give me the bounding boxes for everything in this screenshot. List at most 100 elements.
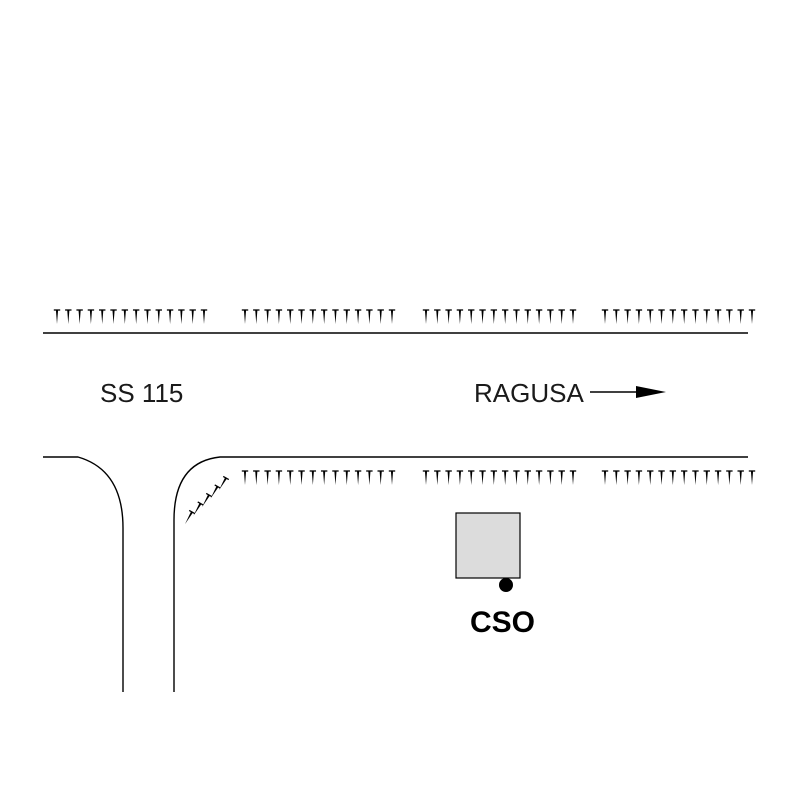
hatch-mark <box>200 309 208 324</box>
hatch-mark <box>298 309 305 324</box>
hatch-mark <box>366 309 373 324</box>
hatch-mark <box>264 470 271 485</box>
hatch-mark <box>558 470 565 485</box>
hatch-mark <box>166 309 174 324</box>
hatch-mark <box>635 309 643 324</box>
hatch-mark <box>680 470 688 485</box>
hatch-mark <box>501 470 509 485</box>
hatch-mark <box>275 309 283 324</box>
hatch-mark <box>377 309 384 324</box>
hatch-mark <box>624 309 631 324</box>
hatch-mark <box>434 470 441 485</box>
hatch-mark <box>275 470 283 485</box>
hatch-mark <box>241 309 249 324</box>
hatch-mark <box>264 309 271 324</box>
hatch-mark <box>320 470 328 485</box>
hatch-mark <box>748 309 756 324</box>
hatch-mark <box>456 309 464 324</box>
hatch-mark <box>445 309 452 324</box>
hatch-mark <box>658 470 665 485</box>
road-edge-south-west <box>43 456 124 692</box>
hatch-mark <box>680 309 688 324</box>
hatch-mark <box>658 309 665 324</box>
hatch-mark <box>287 309 294 324</box>
hatch-mark <box>309 470 317 485</box>
hatch-mark <box>647 470 654 485</box>
hatch-mark <box>121 309 129 324</box>
hatch-mark <box>193 501 204 516</box>
hatch-mark <box>219 475 230 491</box>
hatch-mark <box>468 470 475 485</box>
hatch-mark <box>320 309 328 324</box>
hatch-mark <box>76 309 83 324</box>
hatch-mark <box>669 309 677 324</box>
hatch-mark <box>388 309 396 324</box>
hatch-mark <box>456 470 464 485</box>
hatch-mark <box>298 470 305 485</box>
hatch-mark <box>87 309 95 324</box>
hatch-mark <box>535 309 543 324</box>
hatch-mark <box>748 470 756 485</box>
hatch-mark <box>692 470 699 485</box>
hatch-mark <box>343 309 350 324</box>
hatch-mark <box>703 309 710 324</box>
hatch-mark <box>569 309 577 324</box>
hatch-mark <box>647 309 654 324</box>
hatch-mark <box>366 470 373 485</box>
hatch-mark <box>535 470 543 485</box>
hatch-mark <box>601 309 609 324</box>
hatch-mark <box>703 470 710 485</box>
hatch-mark <box>524 309 531 324</box>
hatch-mark <box>501 309 509 324</box>
hatch-mark <box>714 309 722 324</box>
road-name-label: SS 115 <box>100 378 183 408</box>
hatch-mark <box>144 309 151 324</box>
road-edge-south-east <box>173 456 748 692</box>
hatch-mark <box>422 309 430 324</box>
direction-label: RAGUSA <box>474 378 584 408</box>
hatch-mark <box>613 309 620 324</box>
hatch-mark <box>53 309 61 324</box>
hatch-mark <box>377 470 384 485</box>
hatch-mark <box>388 470 396 485</box>
hatch-mark <box>624 470 631 485</box>
hatch-mark <box>332 470 339 485</box>
hatch-mark <box>422 470 430 485</box>
hatch-mark <box>132 309 140 324</box>
hatch-mark <box>613 470 620 485</box>
hatch-mark <box>669 470 677 485</box>
hatch-mark <box>332 309 339 324</box>
hatch-mark <box>99 309 106 324</box>
hatch-mark <box>726 470 733 485</box>
site-label: CSO <box>470 606 535 639</box>
hatch-mark <box>354 309 362 324</box>
hatch-mark <box>547 470 554 485</box>
hatch-mark <box>468 309 475 324</box>
hatch-mark <box>343 470 350 485</box>
building <box>455 512 521 579</box>
hatch-mark <box>513 309 520 324</box>
hatch-mark <box>178 309 185 324</box>
hatch-mark <box>287 470 294 485</box>
hatch-mark <box>65 309 72 324</box>
hatch-mark <box>354 470 362 485</box>
hatch-mark <box>737 470 744 485</box>
hatch-mark <box>185 509 196 525</box>
hatch-mark <box>558 309 565 324</box>
hatch-mark <box>490 309 498 324</box>
hatch-mark <box>434 309 441 324</box>
hatch-mark <box>445 470 452 485</box>
hatch-mark <box>714 470 722 485</box>
hatch-mark <box>692 309 699 324</box>
embankment-hatching <box>53 309 756 525</box>
hatch-mark <box>309 309 317 324</box>
hatch-mark <box>189 309 196 324</box>
direction-arrow-icon <box>590 386 666 398</box>
hatch-mark <box>635 470 643 485</box>
hatch-mark <box>479 470 486 485</box>
site-marker-icon <box>499 578 513 592</box>
hatch-mark <box>210 484 221 499</box>
hatch-mark <box>490 470 498 485</box>
hatch-mark <box>155 309 162 324</box>
